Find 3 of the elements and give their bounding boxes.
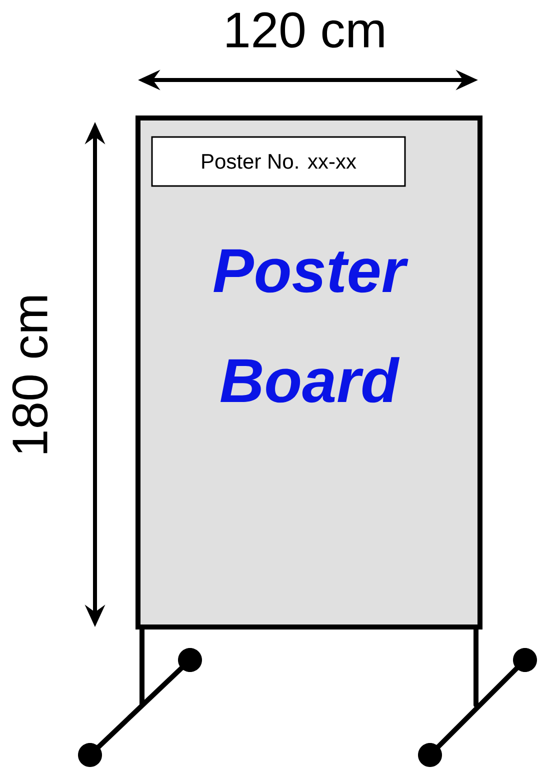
dimension-label: 180 cm <box>12 296 48 454</box>
dimension-label: 120 cm <box>226 12 384 48</box>
label-box: Poster No. xx-xx <box>151 136 406 187</box>
